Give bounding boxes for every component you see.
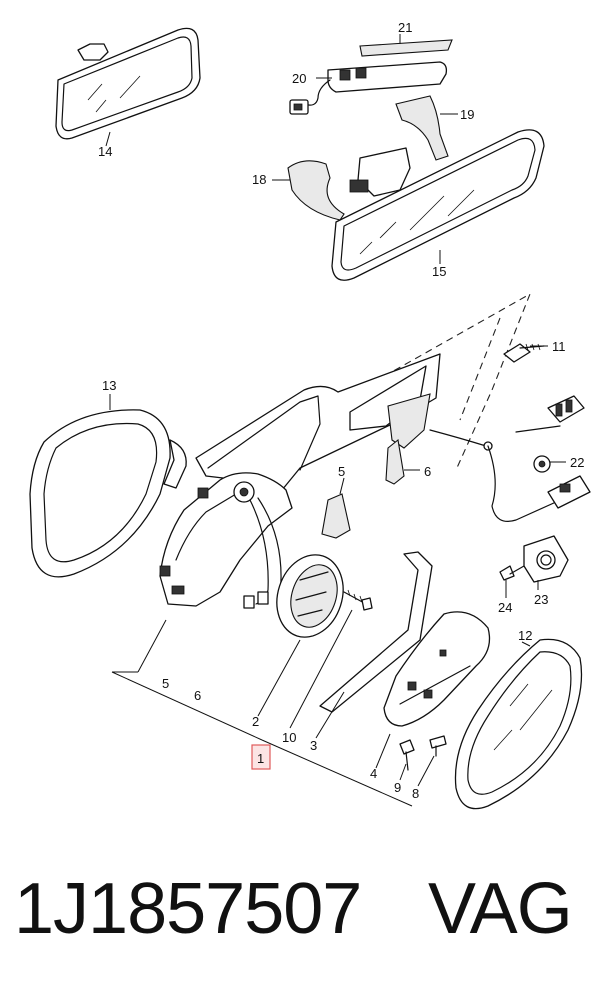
window-outline bbox=[341, 292, 532, 471]
part-8-clip bbox=[429, 735, 447, 757]
part-23-base-plate bbox=[523, 535, 569, 583]
part-21-cover bbox=[359, 39, 453, 57]
part-10-screw bbox=[343, 589, 373, 611]
window-outline-inner bbox=[459, 317, 501, 421]
callout-1: 1 bbox=[257, 751, 264, 766]
mirror-mount-bracket bbox=[349, 147, 411, 197]
part-4-housing-cover bbox=[383, 611, 491, 727]
part-24-screw bbox=[499, 565, 525, 581]
callout-4: 4 bbox=[370, 766, 377, 781]
mirror-base-assembly bbox=[159, 472, 293, 609]
brand-name: VAG bbox=[428, 869, 573, 949]
part-12-mirror-glass bbox=[454, 638, 583, 810]
part-13-mirror-glass bbox=[29, 409, 187, 578]
callout-21: 21 bbox=[398, 20, 412, 35]
callout-6-upper: 6 bbox=[424, 464, 431, 479]
callout-19: 19 bbox=[460, 107, 474, 122]
highlight-part-1-box bbox=[251, 744, 271, 770]
callout-3: 3 bbox=[310, 738, 317, 753]
callout-14: 14 bbox=[98, 144, 112, 159]
part-number: 1J1857507 bbox=[14, 869, 362, 949]
callout-12: 12 bbox=[518, 628, 532, 643]
callout-numbers: 14 21 20 19 18 15 11 13 5 6 22 23 24 12 … bbox=[98, 20, 584, 801]
callout-10: 10 bbox=[282, 730, 296, 745]
part-19-trim bbox=[395, 95, 449, 161]
callout-leaders bbox=[105, 34, 566, 807]
part-5-seal-upper bbox=[321, 493, 351, 539]
part-20-connector bbox=[289, 61, 448, 115]
door-frame-panel bbox=[195, 353, 493, 491]
callout-6-lower: 6 bbox=[194, 688, 201, 703]
part-22-grommet bbox=[533, 455, 551, 473]
callout-8: 8 bbox=[412, 786, 419, 801]
part-18-cover bbox=[287, 160, 345, 221]
part-info-footer: 1J1857507 VAG bbox=[0, 868, 600, 978]
callout-24: 24 bbox=[498, 600, 512, 615]
callout-20: 20 bbox=[292, 71, 306, 86]
callout-23: 23 bbox=[534, 592, 548, 607]
callout-13: 13 bbox=[102, 378, 116, 393]
callout-22: 22 bbox=[570, 455, 584, 470]
part-6-clip-upper bbox=[385, 438, 405, 485]
callout-11: 11 bbox=[552, 339, 566, 354]
part-11-bolt bbox=[503, 343, 545, 363]
callout-2: 2 bbox=[252, 714, 259, 729]
callout-5-lower: 5 bbox=[162, 676, 169, 691]
part-9-screw bbox=[399, 739, 415, 771]
wiring-harness bbox=[487, 395, 591, 522]
callout-15: 15 bbox=[432, 264, 446, 279]
part-15-interior-mirror-large bbox=[331, 129, 545, 281]
part-2-adjust-motor bbox=[276, 554, 344, 638]
callout-18: 18 bbox=[252, 172, 266, 187]
callout-5-upper: 5 bbox=[338, 464, 345, 479]
callout-9: 9 bbox=[394, 780, 401, 795]
part-14-interior-mirror bbox=[55, 27, 201, 140]
